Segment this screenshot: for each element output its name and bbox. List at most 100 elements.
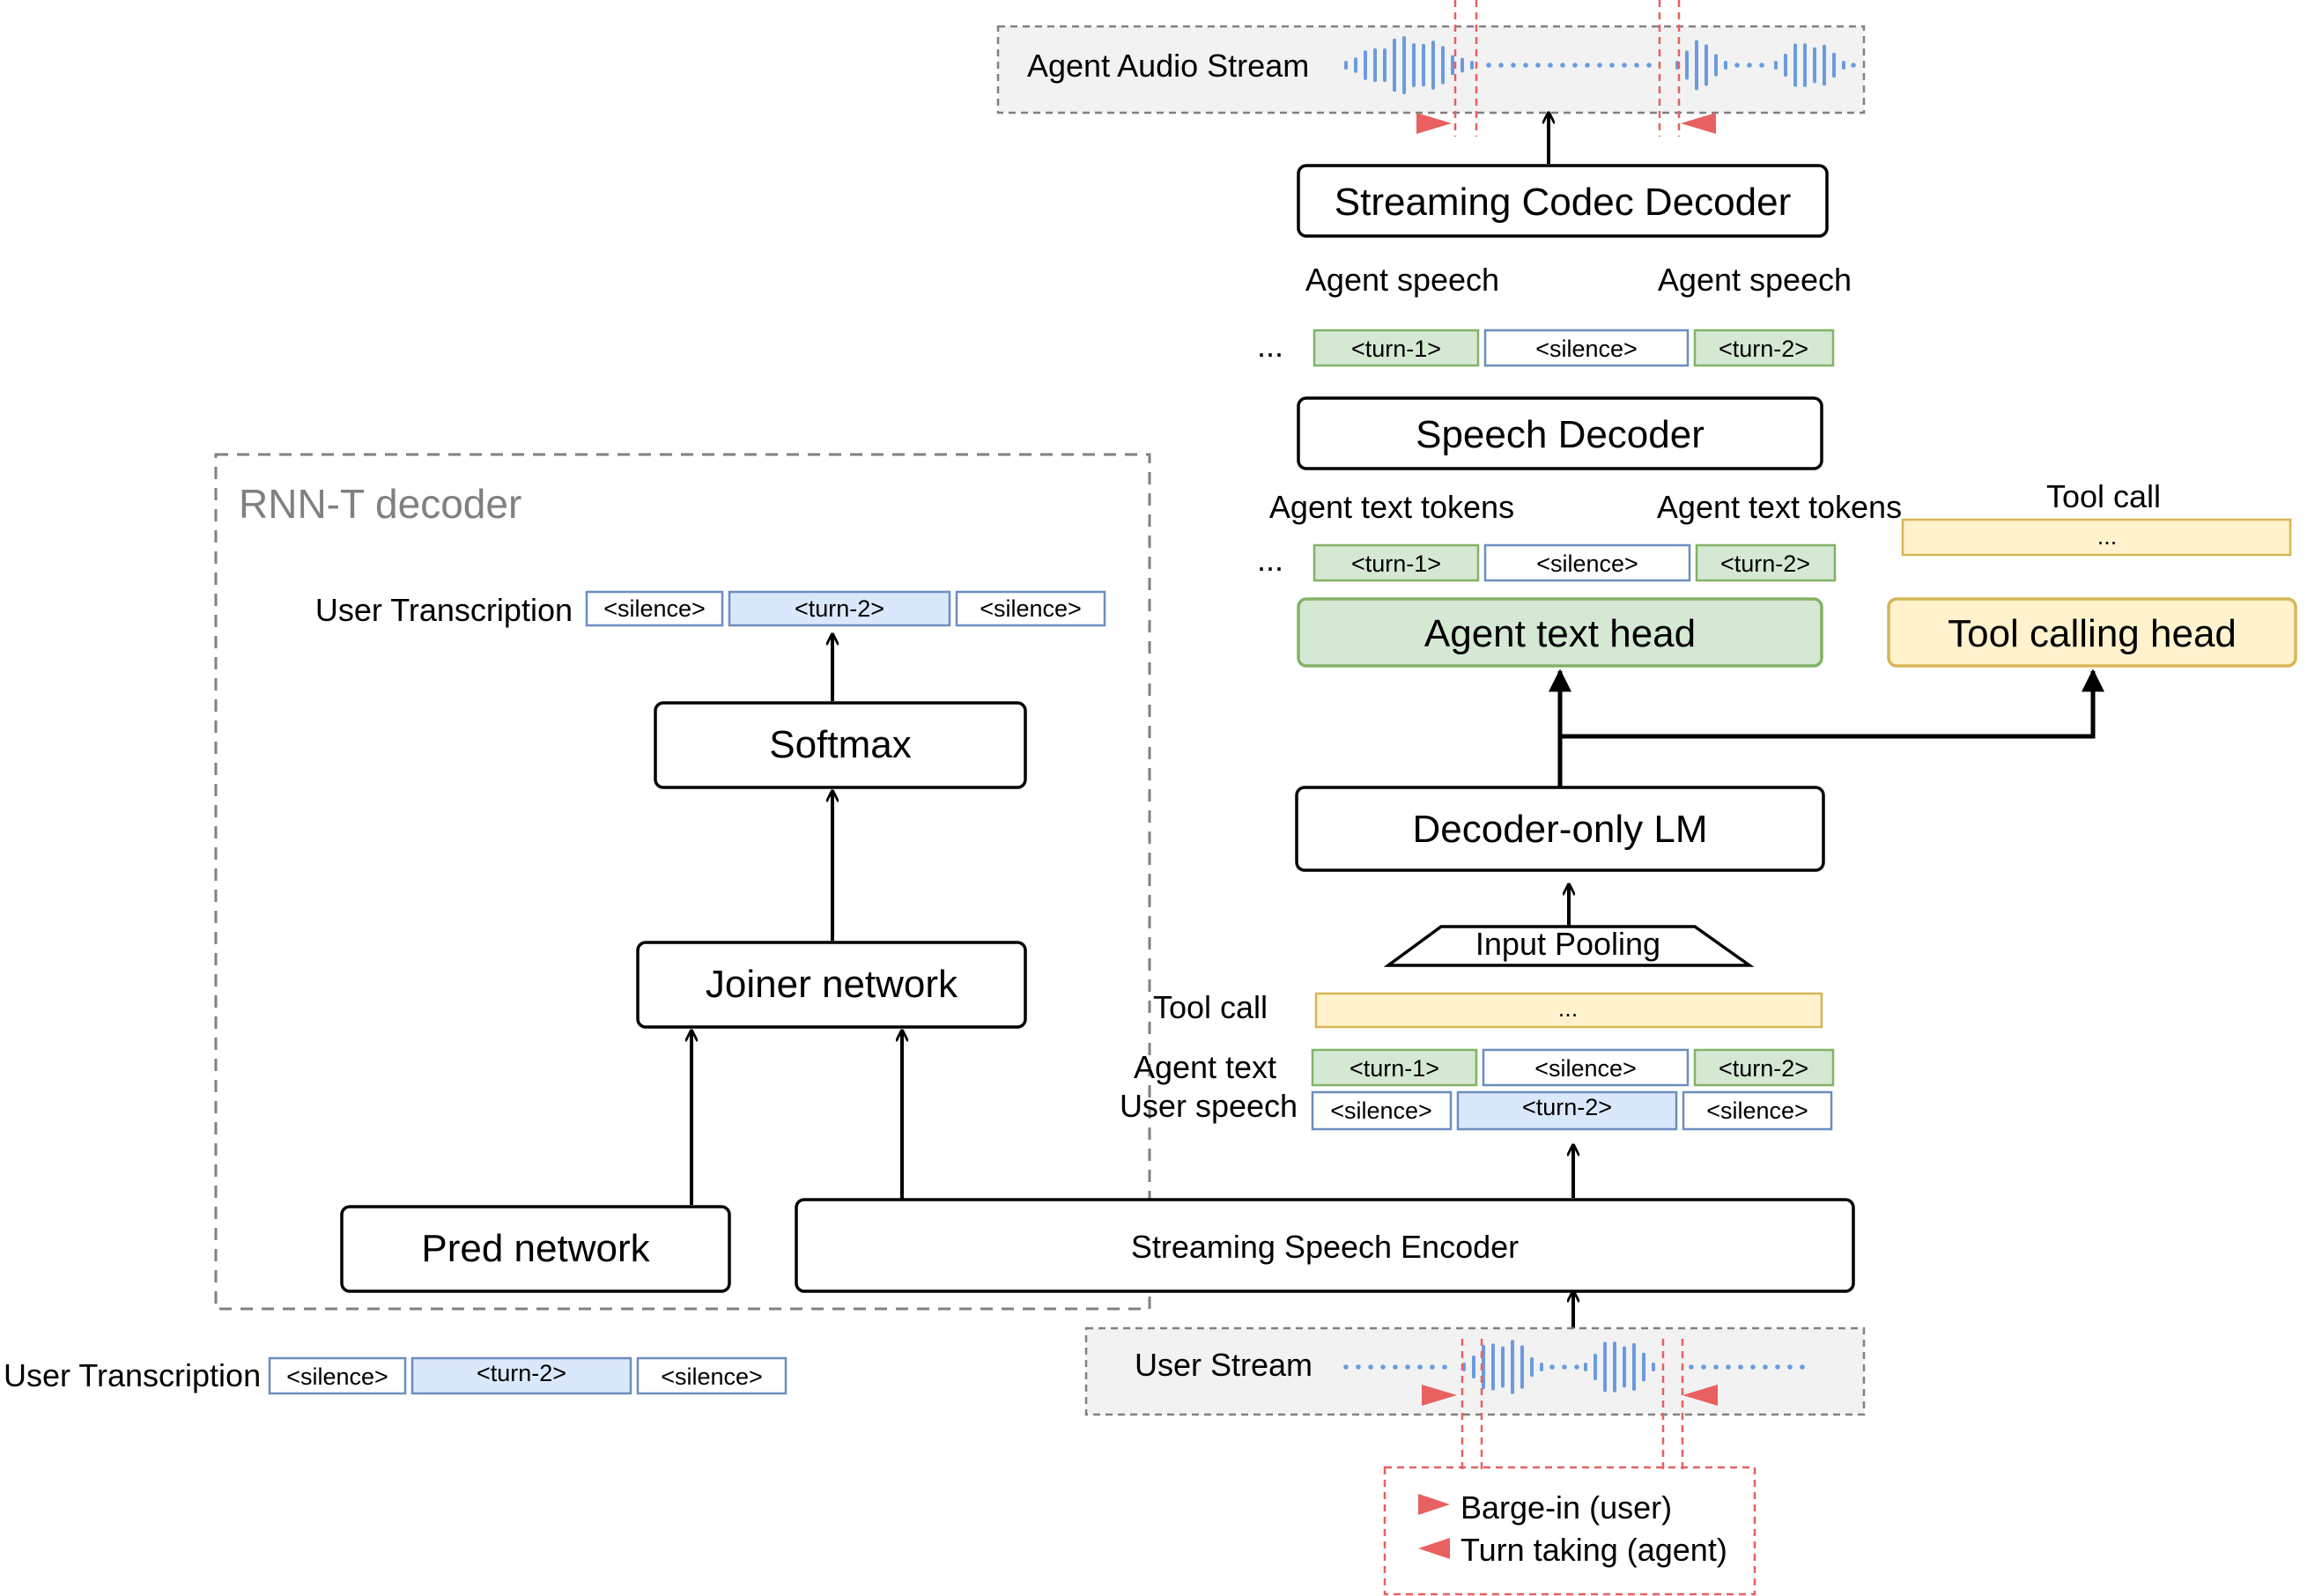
agent-speech-label-1: Agent speech	[1305, 262, 1499, 298]
barge-in-marker-icon	[1422, 1385, 1457, 1406]
agent-text-ellipsis: ...	[1257, 542, 1283, 578]
streaming-speech-encoder-block: Streaming Speech Encoder	[795, 1198, 1855, 1293]
token-turn-2: <turn-2>	[1719, 1055, 1808, 1082]
token-silence: <silence>	[1535, 336, 1638, 362]
joiner-network-label: Joiner network	[706, 963, 958, 1006]
input-pooling-block: Input Pooling	[1383, 925, 1755, 967]
waveform-dot	[1560, 63, 1565, 68]
user-transcription-outer-label: User Transcription	[4, 1357, 261, 1393]
token-silence: <silence>	[1536, 550, 1638, 577]
agent-text-head-label: Agent text head	[1424, 612, 1696, 655]
agent-audio-stream-label: Agent Audio Stream	[1027, 48, 1309, 84]
tool-calling-head-label: Tool calling head	[1948, 612, 2237, 655]
pred-network-label: Pred network	[421, 1227, 650, 1270]
waveform-dot	[1597, 63, 1602, 68]
audio-waveform-icon	[1344, 36, 1856, 94]
agent-speech-label-2: Agent speech	[1658, 262, 1852, 298]
waveform-dot	[1775, 1364, 1780, 1370]
turn-taking-marker-icon	[1682, 1385, 1718, 1406]
waveform-dot	[1759, 63, 1764, 68]
agent-text-tokens-label-1: Agent text tokens	[1269, 489, 1514, 525]
waveform-dot	[1701, 1364, 1706, 1370]
waveform-dot	[1646, 63, 1652, 68]
token-turn-2: <turn-2>	[795, 595, 884, 622]
token-silence: <silence>	[1706, 1097, 1808, 1124]
waveform-dot	[1572, 63, 1578, 68]
waveform-dot	[1738, 1364, 1743, 1370]
input-pooling-label: Input Pooling	[1475, 926, 1660, 962]
token-silence: <silence>	[980, 595, 1082, 622]
rnnt-decoder-title: RNN-T decoder	[239, 481, 521, 527]
user-stream-label: User Stream	[1135, 1347, 1313, 1383]
legend-box	[1383, 1466, 1756, 1596]
waveform-dot	[1851, 63, 1856, 68]
speech-decoder-block: Speech Decoder	[1297, 396, 1823, 470]
waveform-dot	[1430, 1364, 1435, 1370]
tool-call-output-ellipsis: ...	[2097, 523, 2118, 550]
softmax-block: Softmax	[654, 701, 1027, 789]
waveform-dot	[1393, 1364, 1398, 1370]
agent-audio-stream-box	[996, 25, 1866, 115]
decoder-only-lm-block: Decoder-only LM	[1295, 786, 1825, 872]
tool-call-input-label: Tool call	[1153, 989, 1268, 1025]
waveform-dot	[1734, 63, 1740, 68]
waveform-dot	[1562, 1364, 1567, 1370]
token-silence: <silence>	[661, 1363, 763, 1390]
agent-speech-token-row: <turn-1> <silence> <turn-2>	[1313, 329, 1835, 367]
user-transcription-inner-row: <silence> <turn-2> <silence>	[585, 590, 1106, 627]
tool-call-input-box: ...	[1314, 992, 1823, 1029]
waveform-dot	[1689, 1364, 1694, 1370]
agent-speech-ellipsis: ...	[1257, 328, 1283, 364]
token-silence: <silence>	[1330, 1097, 1432, 1124]
waveform-dot	[1380, 1364, 1386, 1370]
agent-text-input-row: <turn-1> <silence> <turn-2>	[1311, 1048, 1835, 1087]
waveform-dot	[1405, 1364, 1410, 1370]
token-turn-2: <turn-2>	[1719, 336, 1808, 362]
barge-in-marker-icon	[1418, 1494, 1450, 1515]
user-transcription-inner-label: User Transcription	[315, 592, 573, 628]
user-transcription-outer-row: <silence> <turn-2> <silence>	[268, 1356, 788, 1395]
decoder-only-lm-label: Decoder-only LM	[1412, 808, 1707, 851]
waveform-dot	[1622, 63, 1627, 68]
streaming-speech-encoder-label: Streaming Speech Encoder	[1131, 1229, 1519, 1265]
agent-text-head-block: Agent text head	[1297, 597, 1823, 668]
agent-text-tokens-label-2: Agent text tokens	[1657, 489, 1902, 525]
turn-taking-marker-icon	[1681, 113, 1716, 134]
waveform-dot	[1523, 63, 1528, 68]
softmax-label: Softmax	[769, 723, 911, 766]
token-turn-2: <turn-2>	[1720, 550, 1810, 577]
tool-calling-head-block: Tool calling head	[1887, 597, 2297, 668]
streaming-codec-decoder-block: Streaming Codec Decoder	[1297, 164, 1829, 238]
waveform-dot	[1800, 1364, 1805, 1370]
legend-turn-taking: Turn taking (agent)	[1460, 1532, 1727, 1568]
legend-barge-in: Barge-in (user)	[1460, 1489, 1672, 1526]
pred-network-block: Pred network	[340, 1205, 731, 1293]
waveform-dot	[1634, 63, 1639, 68]
waveform-dot	[1787, 1364, 1793, 1370]
tool-call-top-label: Tool call	[2046, 478, 2161, 514]
token-turn-1: <turn-1>	[1351, 336, 1441, 362]
waveform-dot	[1747, 63, 1752, 68]
waveform-dot	[1585, 63, 1590, 68]
waveform-dot	[1417, 1364, 1423, 1370]
waveform-dot	[1442, 1364, 1447, 1370]
token-turn-2: <turn-2>	[477, 1360, 566, 1386]
tool-call-input-ellipsis: ...	[1558, 995, 1579, 1022]
audio-waveform-icon	[1343, 1340, 1805, 1394]
waveform-dot	[1574, 1364, 1579, 1370]
waveform-dot	[1548, 63, 1553, 68]
token-turn-1: <turn-1>	[1350, 1055, 1439, 1082]
token-turn-2: <turn-2>	[1522, 1094, 1612, 1120]
joiner-network-block: Joiner network	[636, 941, 1027, 1029]
waveform-dot	[1486, 63, 1491, 68]
streaming-codec-decoder-label: Streaming Codec Decoder	[1335, 181, 1791, 224]
barge-in-marker-icon	[1416, 113, 1452, 134]
waveform-dot	[1368, 1364, 1373, 1370]
token-silence: <silence>	[1534, 1055, 1637, 1082]
waveform-dot	[1356, 1364, 1361, 1370]
waveform-dot	[1750, 1364, 1756, 1370]
rnnt-decoder-container	[214, 453, 1151, 1311]
waveform-dot	[1609, 63, 1615, 68]
